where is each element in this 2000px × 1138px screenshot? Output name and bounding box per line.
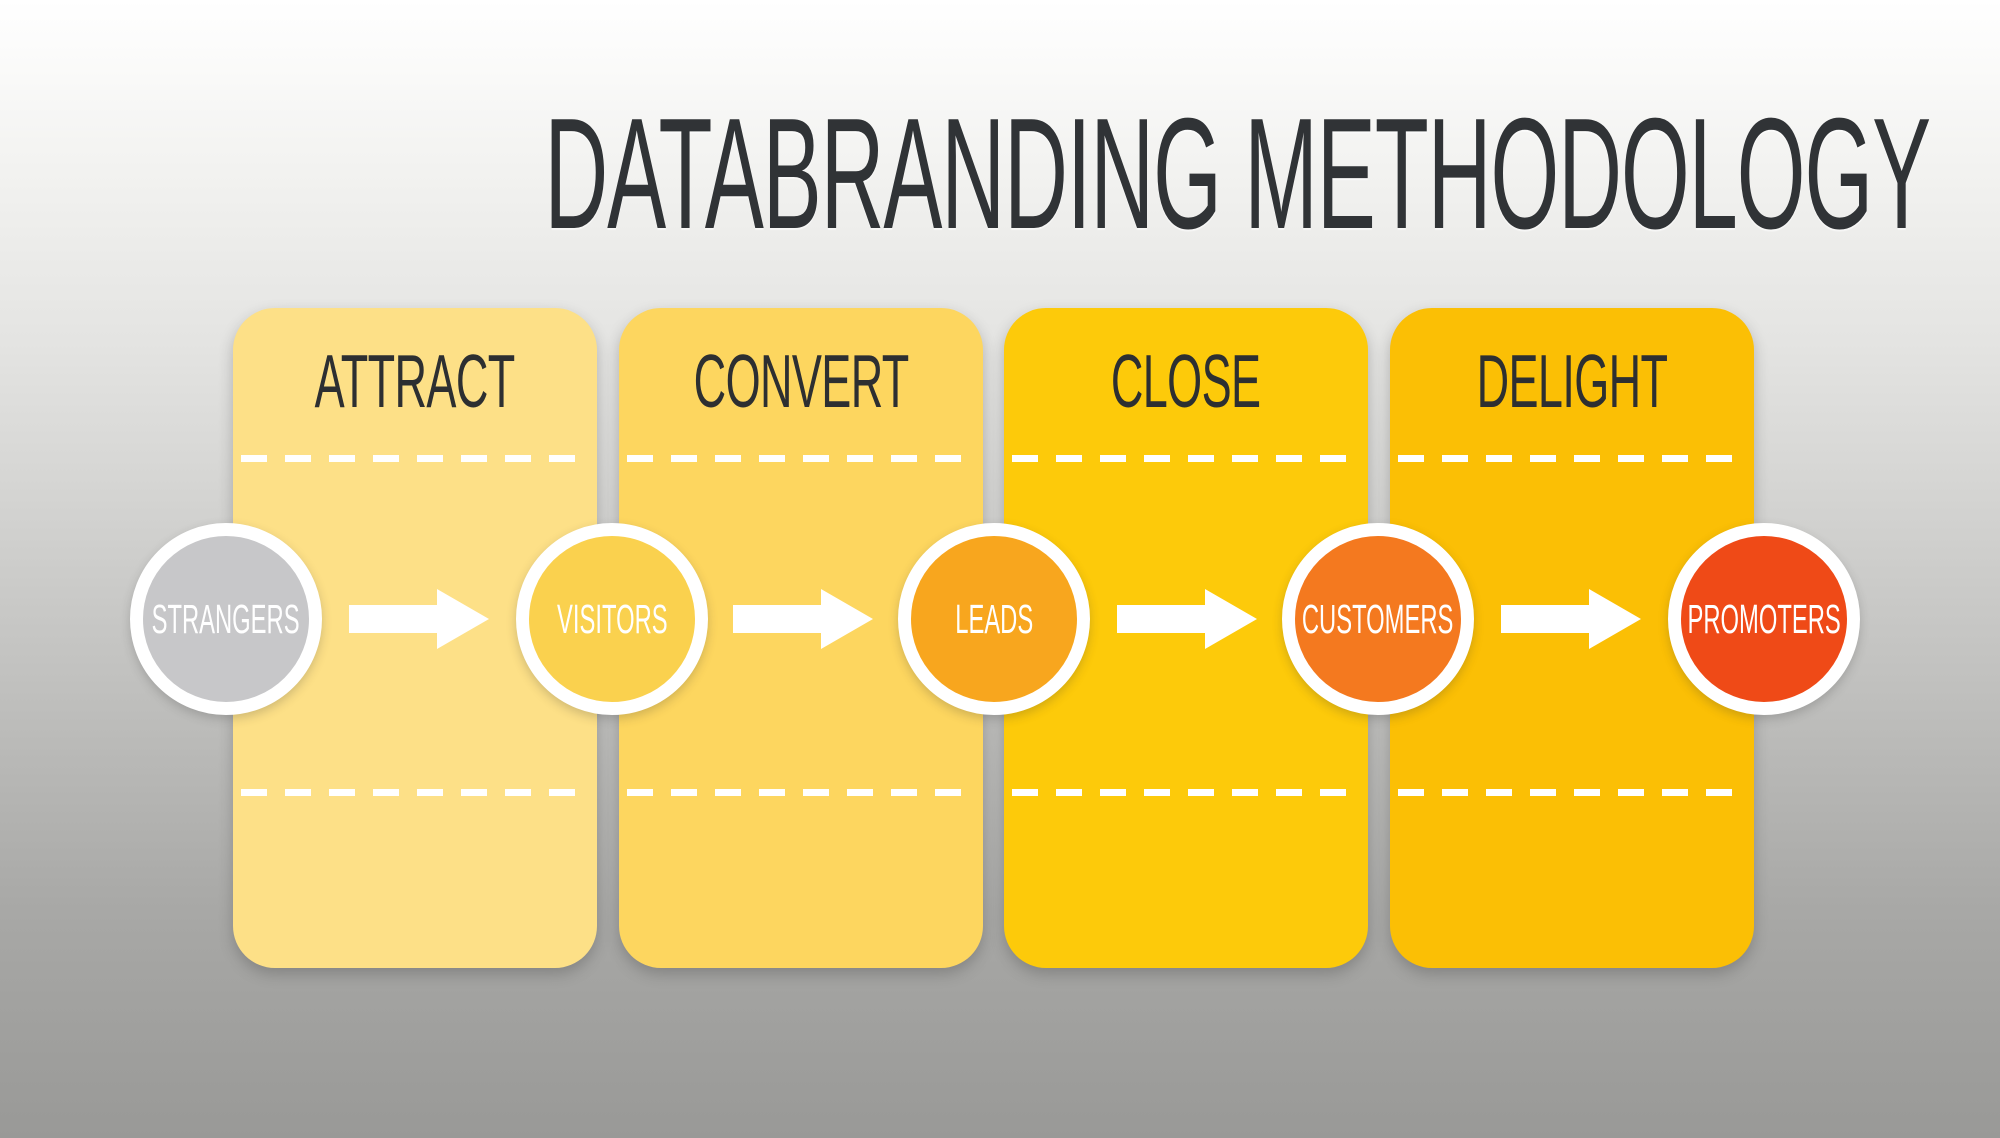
actor-label-strangers: STRANGERS xyxy=(152,595,300,642)
actor-circle-promoters: PROMOTERS xyxy=(1668,523,1860,715)
right-arrow-icon xyxy=(1501,589,1641,649)
stage-title-row: ATTRACT xyxy=(233,338,597,424)
right-arrow-icon xyxy=(1117,589,1257,649)
stage-title-close: CLOSE xyxy=(1111,339,1261,423)
flow-arrow-leads-to-customers xyxy=(1117,587,1257,651)
stage-title-row: CONVERT xyxy=(619,338,983,424)
right-arrow-icon xyxy=(733,589,873,649)
actor-circle-leads: LEADS xyxy=(898,523,1090,715)
dashed-divider-top xyxy=(1398,455,1746,462)
stage-title-attract: ATTRACT xyxy=(315,339,516,423)
dashed-divider-top xyxy=(627,455,975,462)
stage-title-convert: CONVERT xyxy=(693,339,909,423)
dashed-divider-bottom xyxy=(1012,789,1360,796)
dashed-divider-bottom xyxy=(1398,789,1746,796)
page-title-row: DATABRANDING METHODOLOGY xyxy=(0,86,2000,262)
dashed-divider-bottom xyxy=(241,789,589,796)
flow-arrow-visitors-to-leads xyxy=(733,587,873,651)
flow-arrow-customers-to-promoters xyxy=(1501,587,1641,651)
actor-label-customers: CUSTOMERS xyxy=(1302,595,1454,642)
dashed-divider-bottom xyxy=(627,789,975,796)
page-title: DATABRANDING METHODOLOGY xyxy=(544,86,1931,262)
actor-label-leads: LEADS xyxy=(955,595,1033,642)
stage-title-delight: DELIGHT xyxy=(1476,339,1668,423)
right-arrow-icon xyxy=(349,589,489,649)
dashed-divider-top xyxy=(1012,455,1360,462)
stage-title-row: DELIGHT xyxy=(1390,338,1754,424)
flow-arrow-strangers-to-visitors xyxy=(349,587,489,651)
actor-circle-strangers: STRANGERS xyxy=(130,523,322,715)
actor-label-promoters: PROMOTERS xyxy=(1687,595,1841,642)
actor-label-visitors: VISITORS xyxy=(556,595,668,642)
actor-circle-visitors: VISITORS xyxy=(516,523,708,715)
actor-circle-customers: CUSTOMERS xyxy=(1282,523,1474,715)
dashed-divider-top xyxy=(241,455,589,462)
stage-title-row: CLOSE xyxy=(1004,338,1368,424)
